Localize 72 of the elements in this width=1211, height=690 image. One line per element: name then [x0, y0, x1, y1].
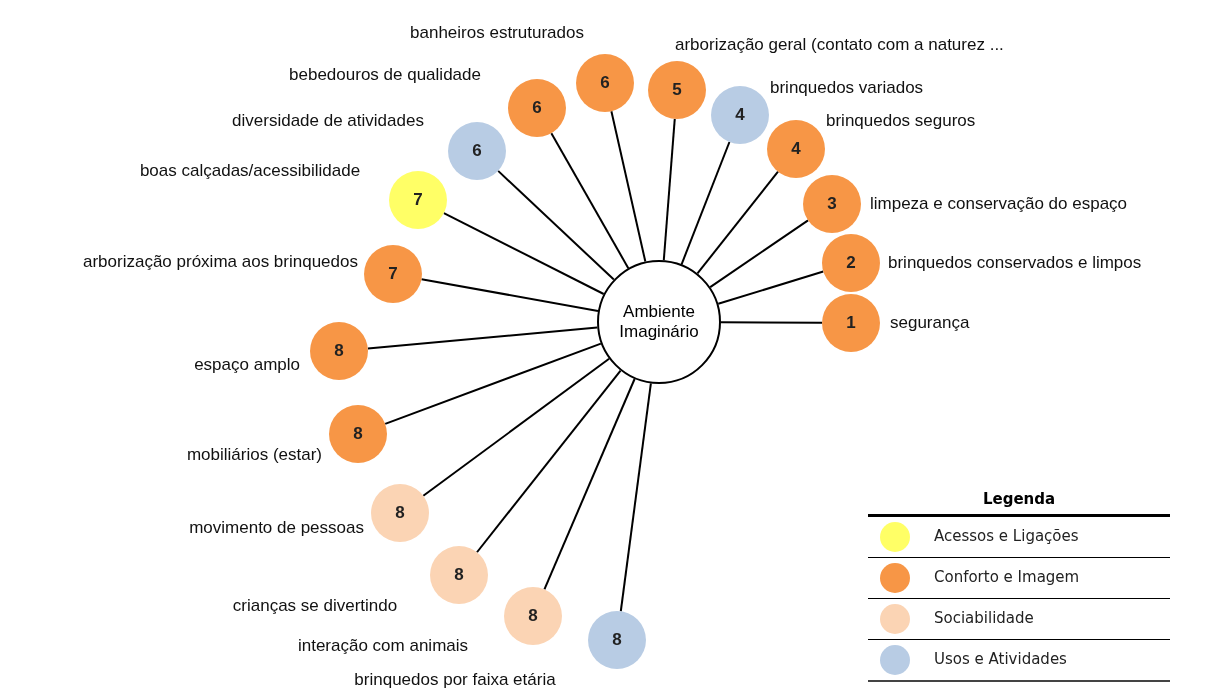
legend-label: Conforto e Imagem	[934, 568, 1080, 586]
item-label: brinquedos conservados e limpos	[888, 253, 1142, 273]
connector-line	[717, 270, 825, 305]
hub-label: Ambiente Imaginário	[618, 302, 700, 342]
rank-circle	[329, 405, 387, 463]
rank-number: 8	[395, 503, 405, 523]
item-label: brinquedos por faixa etária	[354, 670, 556, 690]
rank-number: 5	[672, 80, 682, 100]
rank-number: 1	[846, 313, 856, 333]
item-label: interação com animais	[297, 636, 469, 656]
legend-label: Acessos e Ligações	[934, 527, 1079, 545]
rank-number: 6	[532, 98, 542, 118]
legend-label: Usos e Atividades	[934, 650, 1067, 668]
item-label: crianças se divertindo	[232, 596, 398, 616]
rank-circle	[648, 61, 706, 119]
rank-circle	[822, 234, 880, 292]
rank-number: 8	[612, 630, 622, 650]
rank-circle	[389, 171, 447, 229]
legend-label: Sociabilidade	[934, 609, 1034, 627]
rank-circle	[430, 546, 488, 604]
connector-line	[497, 169, 615, 281]
item-label: arborização geral (contato com a naturez ...	[675, 35, 1004, 55]
connector-line	[610, 110, 647, 263]
item-label: movimento de pessoas	[189, 518, 364, 538]
rank-number: 4	[791, 139, 801, 159]
rank-circle	[803, 175, 861, 233]
legend-title: Legenda	[981, 490, 1057, 510]
rank-number: 6	[600, 73, 610, 93]
rank-circle	[448, 122, 506, 180]
item-label: diversidade de atividades	[232, 111, 424, 131]
rank-circle	[711, 86, 769, 144]
rank-number: 2	[846, 253, 856, 273]
item-label: arborização próxima aos brinquedos	[83, 252, 358, 272]
rank-circle	[822, 294, 880, 352]
connector-line	[720, 321, 823, 324]
rank-number: 8	[528, 606, 538, 626]
connector-line	[366, 326, 599, 350]
rank-circle	[767, 120, 825, 178]
item-label: brinquedos variados	[770, 78, 924, 98]
rank-number: 8	[334, 341, 344, 361]
rank-number: 3	[827, 194, 837, 214]
rank-circle	[310, 322, 368, 380]
rank-number: 4	[735, 105, 745, 125]
connector-line	[420, 278, 599, 312]
connector-line	[543, 378, 636, 591]
item-label: segurança	[890, 313, 970, 333]
connector-line	[619, 382, 652, 613]
rank-number: 8	[353, 424, 363, 444]
item-label: mobiliários (estar)	[186, 445, 322, 465]
connector-line	[384, 342, 602, 425]
item-label: boas calçadas/acessibilidade	[139, 161, 361, 181]
item-label: espaço amplo	[194, 355, 300, 375]
rank-number: 7	[388, 264, 398, 284]
rank-number: 6	[472, 141, 482, 161]
connector-line	[476, 369, 622, 554]
connector-line	[696, 170, 779, 275]
item-label: banheiros estruturados	[410, 23, 584, 43]
rank-circle	[508, 79, 566, 137]
rank-number: 8	[454, 565, 464, 585]
rank-circle	[576, 54, 634, 112]
rank-number: 7	[413, 190, 423, 210]
item-label: brinquedos seguros	[826, 111, 976, 131]
connector-line	[550, 132, 630, 270]
connector-line	[422, 357, 611, 497]
connector-line	[680, 141, 731, 266]
item-label: bebedouros de qualidade	[289, 65, 481, 85]
connector-line	[442, 212, 605, 295]
rank-circle	[504, 587, 562, 645]
item-label: limpeza e conservação do espaço	[870, 194, 1128, 214]
connector-line	[709, 219, 810, 289]
connector-line	[662, 117, 676, 262]
rank-circle	[364, 245, 422, 303]
